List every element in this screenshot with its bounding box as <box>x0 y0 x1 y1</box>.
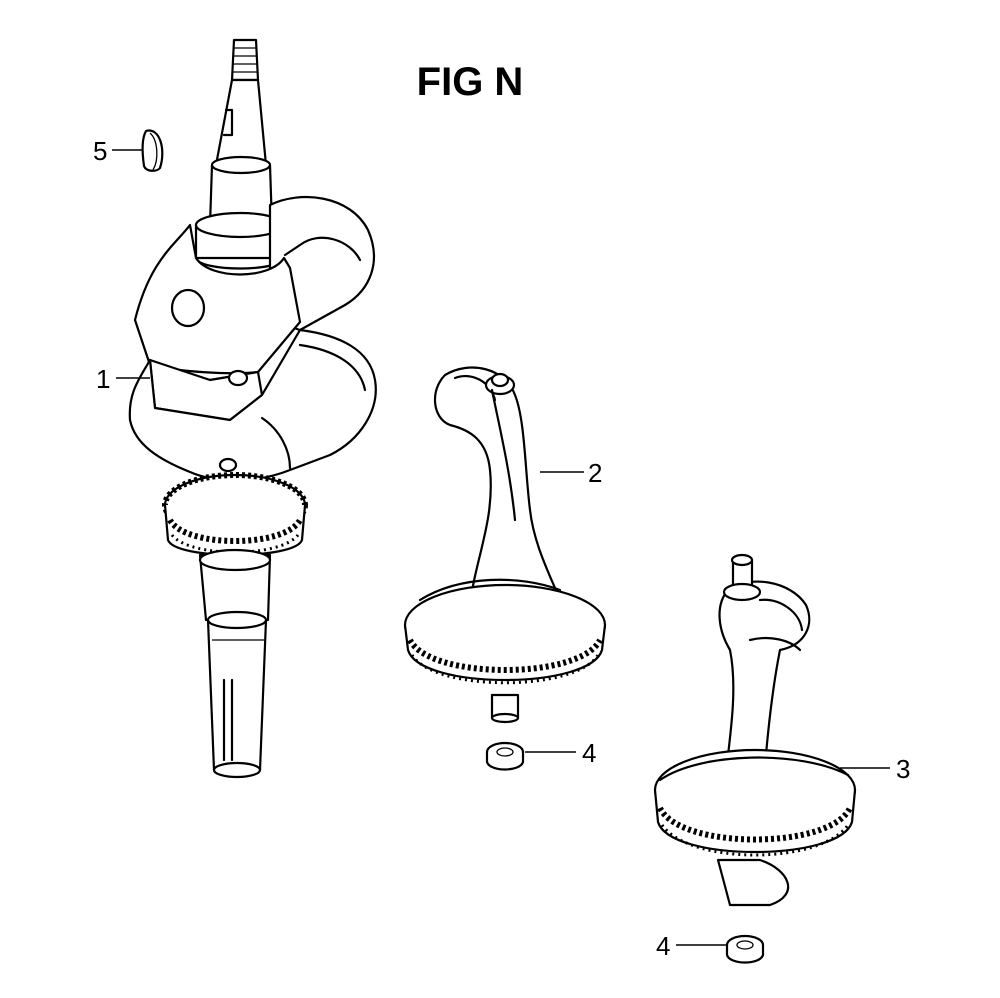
callout-1: 1 <box>96 364 150 394</box>
figure-title: FIG N <box>417 60 524 104</box>
callout-number: 2 <box>588 458 602 488</box>
callout-3: 3 <box>840 754 910 784</box>
washer-upper <box>485 741 525 771</box>
callout-2: 2 <box>540 458 602 488</box>
callout-4-lower: 4 <box>656 931 726 961</box>
callout-number: 5 <box>93 136 107 166</box>
washer-lower <box>725 934 765 964</box>
callout-4-upper: 4 <box>525 738 596 768</box>
callout-number: 1 <box>96 364 110 394</box>
callout-5: 5 <box>93 136 142 166</box>
callout-number: 4 <box>582 738 596 768</box>
balancer-weight-lower <box>653 553 857 907</box>
callout-number: 4 <box>656 931 670 961</box>
woodruff-key <box>141 129 164 172</box>
crankshaft <box>128 38 377 779</box>
callout-number: 3 <box>896 754 910 784</box>
balancer-weight-upper <box>403 366 607 724</box>
